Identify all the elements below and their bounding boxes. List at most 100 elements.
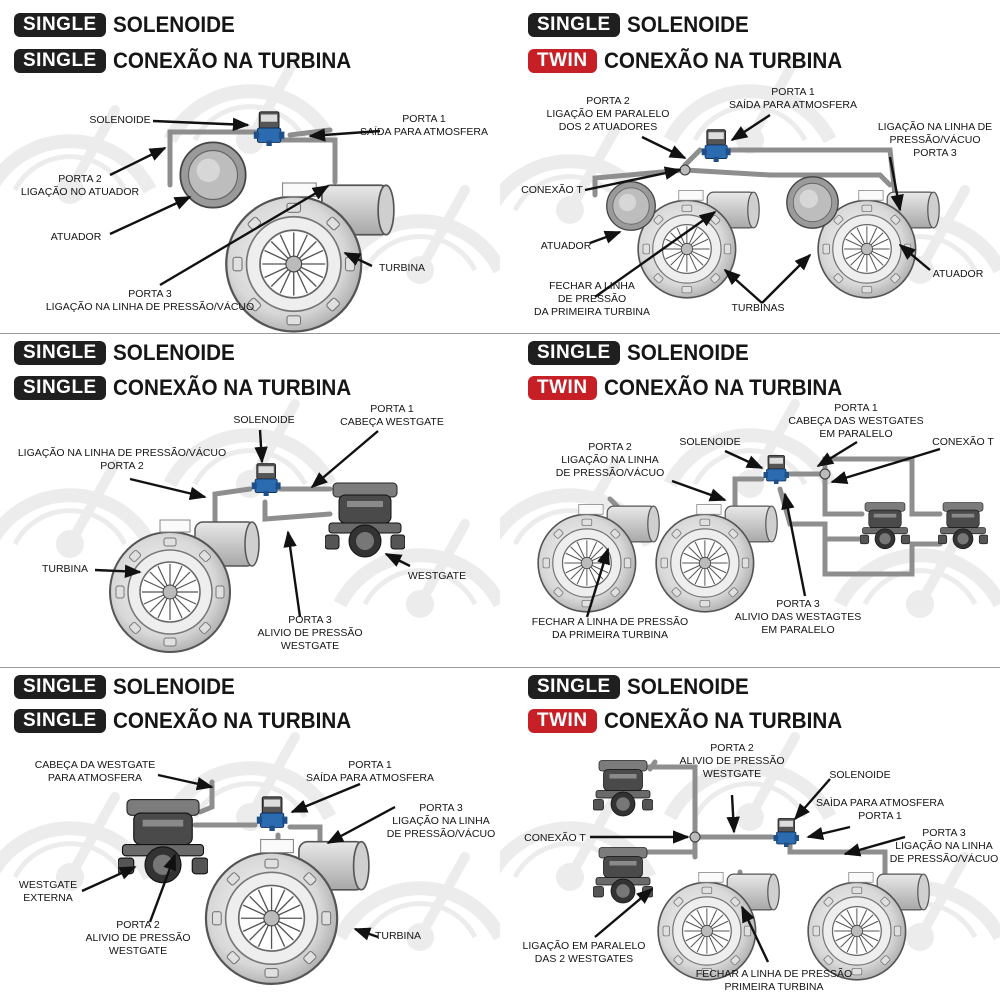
label-fechar-linha: FECHAR A LINHA DE PRESSÃO PRIMEIRA TURBI… [695,968,853,993]
header-line-1: SINGLE SOLENOIDE [14,12,242,38]
pipe-lines [642,759,888,885]
header-line-2: TWIN CONEXÃO NA TURBINA [528,708,857,734]
tee-connector-icon [679,164,691,176]
panel-single-solenoid-single-turbo-actuator: SINGLE SOLENOIDE SINGLE CONEXÃO NA TURBI… [0,0,500,333]
header-line-2: SINGLE CONEXÃO NA TURBINA [14,708,366,734]
solenoid-valve-icon [256,796,288,831]
turbo-icon [637,189,760,299]
actuator-icon [606,181,656,231]
header-subtitle: CONEXÃO NA TURBINA [112,375,351,400]
label-porta-1: PORTA 1 SAÍDA PARA ATMOSFERA [306,759,434,784]
label-porta-2: PORTA 2 LIGAÇÃO EM PARALELO DOS 2 ATUADO… [546,95,670,133]
label-solenoide: SOLENOIDE [829,769,891,781]
header-line-1: SINGLE SOLENOIDE [528,674,756,700]
label-westgate-externa: WESTGATE EXTERNA [18,879,78,904]
solenoid-count-badge: SINGLE [14,675,106,699]
turbo-count-badge: TWIN [528,709,597,733]
panel-single-solenoid-single-turbo-external-wastegate: SINGLE SOLENOIDE SINGLE CONEXÃO NA TURBI… [0,667,500,1000]
label-ligacao-pressao: LIGAÇÃO NA LINHA DE PRESSÃO/VÁCUO PORTA … [17,447,227,472]
label-porta-2: PORTA 2 LIGAÇÃO NO ATUADOR [20,173,140,198]
solenoid-count-badge: SINGLE [528,13,620,37]
callout-arrows [584,113,931,304]
label-conexao-t: CONEXÃO T [521,184,583,196]
solenoid-valve-icon [763,455,790,484]
turbo-count-badge: SINGLE [14,49,106,73]
turbo-icon [655,503,778,613]
header-title: SOLENOIDE [626,340,749,365]
callout-arrows [585,440,941,618]
section-divider [0,333,1000,334]
label-westgate: WESTGATE [407,570,467,582]
callout-arrows [81,773,396,941]
label-porta-1: PORTA 1 CABEÇA WESTGATE [340,403,444,428]
header-line-1: SINGLE SOLENOIDE [14,674,242,700]
label-cabeca-westgate: CABEÇA DA WESTGATE PARA ATMOSFERA [34,759,156,784]
panel-single-solenoid-twin-turbo-external-wastegate: SINGLE SOLENOIDE TWIN CONEXÃO NA TURBINA [500,667,1000,1000]
panel-diagram [590,759,930,981]
panel-diagram [537,440,988,618]
label-turbina: TURBINA [378,262,426,274]
wastegate-icon [860,502,910,550]
header-line-2: SINGLE CONEXÃO NA TURBINA [14,48,366,74]
solenoid-valve-icon [701,129,732,162]
label-porta-3: PORTA 3 ALIVIO DE PRESSÃO WESTGATE [257,614,363,652]
label-solenoide: SOLENOIDE [679,436,741,448]
label-ligacao-paralelo: LIGAÇÃO EM PARALELO DAS 2 WESTGATES [522,940,646,965]
turbo-count-badge: TWIN [528,376,597,400]
tee-connector-icon [819,468,831,480]
solenoid-valve-icon [773,818,800,847]
actuator-icon [786,176,839,229]
panel-single-solenoid-single-turbo-wastegate: SINGLE SOLENOIDE SINGLE CONEXÃO NA TURBI… [0,334,500,667]
solenoid-count-badge: SINGLE [14,13,106,37]
header-title: SOLENOIDE [626,674,749,699]
label-porta-1: PORTA 1 SAÍDA PARA ATMOSFERA [729,86,857,111]
header-title: SOLENOIDE [626,12,749,37]
label-fechar-linha: FECHAR A LINHA DE PRESSÃO DA PRIMEIRA TU… [531,616,689,641]
label-conexao-t: CONEXÃO T [932,436,994,448]
header-title: SOLENOIDE [112,340,235,365]
wastegate-icon [118,798,208,884]
header-title: SOLENOIDE [112,674,235,699]
panel-single-solenoid-twin-turbo-actuator: SINGLE SOLENOIDE TWIN CONEXÃO NA TURBINA [500,0,1000,333]
header-line-2: SINGLE CONEXÃO NA TURBINA [14,375,366,401]
label-solenoide: SOLENOIDE [89,114,151,126]
label-porta-3: PORTA 3 LIGAÇÃO NA LINHA DE PRESSÃO/VÁCU… [386,802,496,840]
solenoid-count-badge: SINGLE [14,341,106,365]
label-turbina: TURBINA [41,563,89,575]
header-subtitle: CONEXÃO NA TURBINA [603,708,842,733]
callout-arrows [590,778,906,963]
label-porta-1: PORTA 1 CABEÇA DAS WESTGATES EM PARALELO [788,402,924,440]
panel-single-solenoid-twin-turbo-wastegate: SINGLE SOLENOIDE TWIN CONEXÃO NA TURBINA [500,334,1000,667]
tee-connector-icon [689,831,701,843]
header-subtitle: CONEXÃO NA TURBINA [112,48,351,73]
label-porta-3: LIGAÇÃO NA LINHA DE PRESSÃO/VÁCUO PORTA … [877,121,993,159]
label-fechar-linha: FECHAR A LINHA DE PRESSÃO DA PRIMEIRA TU… [534,280,650,318]
label-atuador-left: ATUADOR [540,240,592,252]
turbo-icon [807,871,930,981]
label-turbina: TURBINA [374,930,422,942]
label-conexao-t: CONEXÃO T [524,832,586,844]
panel-diagram [94,429,411,653]
label-solenoide: SOLENOIDE [233,414,295,426]
panel-diagram [584,113,940,304]
wastegate-icon [325,482,405,558]
label-porta-1: PORTA 1 SAÍDA PARA ATMOSFERA [360,113,488,138]
label-porta-3: PORTA 3 LIGAÇÃO NA LINHA DE PRESSÃO/VÁCU… [45,288,255,313]
callout-arrows [94,429,411,618]
section-divider [0,667,1000,668]
header-title: SOLENOIDE [112,12,235,37]
header-subtitle: CONEXÃO NA TURBINA [112,708,351,733]
label-porta-1: SAÌDA PARA ATMOSFERA PORTA 1 [816,797,944,822]
solenoid-valve-icon [251,463,282,496]
header-line-1: SINGLE SOLENOIDE [14,340,242,366]
label-porta-2: PORTA 2 LIGAÇÃO NA LINHA DE PRESSÃO/VÁCU… [555,441,665,479]
turbo-icon [657,871,780,981]
label-porta-3: PORTA 3 LIGAÇÃO NA LINHA DE PRESSÃO/VÁCU… [889,827,999,865]
turbo-count-badge: SINGLE [14,709,106,733]
label-atuador: ATUADOR [50,231,102,243]
header-line-2: TWIN CONEXÃO NA TURBINA [528,375,857,401]
label-turbinas: TURBINAS [731,302,785,314]
callout-arrows [109,117,381,287]
header-subtitle: CONEXÃO NA TURBINA [603,375,842,400]
panel-diagram [81,773,396,985]
